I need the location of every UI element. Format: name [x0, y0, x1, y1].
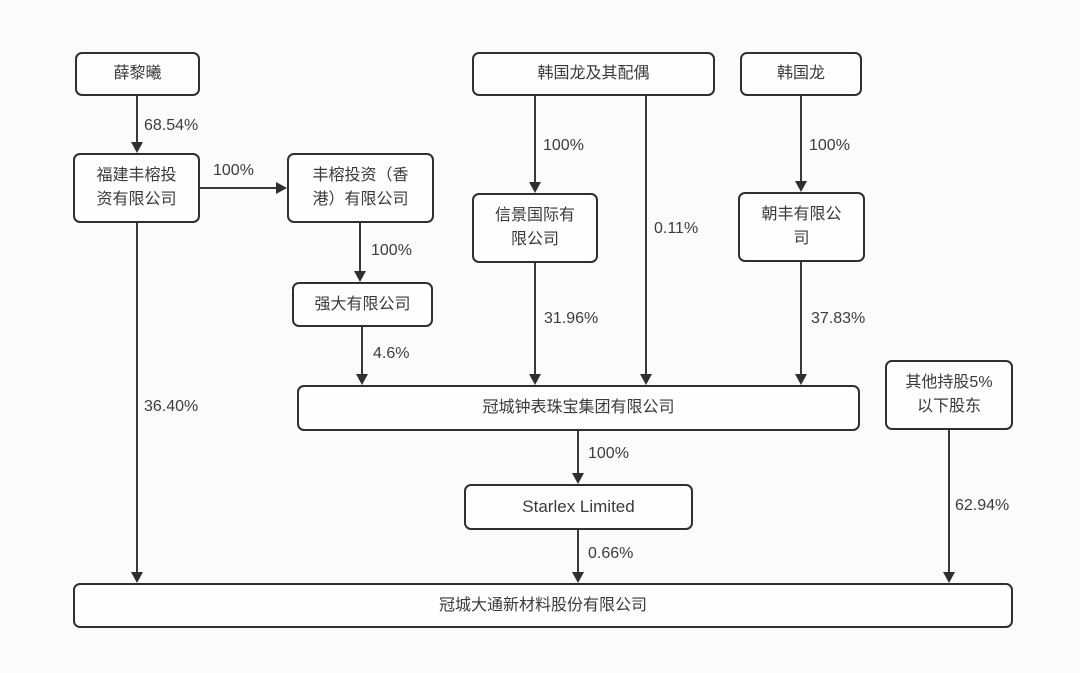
node-han-guolong-spouse: 韩国龙及其配偶	[472, 52, 715, 96]
edge-label: 31.96%	[544, 310, 599, 327]
node-chaofeng: 朝丰有限公司	[738, 192, 865, 262]
arrowhead-down-icon	[131, 572, 143, 583]
edge-line	[534, 263, 536, 376]
node-label: 其他持股5%以下股东	[905, 374, 993, 415]
node-xue-lixi: 薛黎曦	[75, 52, 200, 96]
edge-label: 36.40%	[144, 398, 199, 415]
edge-line	[534, 96, 536, 184]
edge-label: 100%	[213, 162, 254, 179]
node-label: 韩国龙及其配偶	[537, 65, 650, 82]
edge-line	[577, 431, 579, 475]
edge-label: 68.54%	[144, 117, 199, 134]
edge-label: 62.94%	[955, 497, 1010, 514]
node-label: 信景国际有限公司	[494, 207, 575, 248]
edge-label: 0.11%	[654, 220, 699, 237]
node-qiangda: 强大有限公司	[292, 282, 433, 327]
arrowhead-right-icon	[276, 182, 287, 194]
edge-line	[359, 223, 361, 273]
arrowhead-down-icon	[795, 181, 807, 192]
arrowhead-down-icon	[354, 271, 366, 282]
node-starlex: Starlex Limited	[464, 484, 693, 530]
edge-line	[136, 223, 138, 574]
edge-line	[948, 430, 950, 574]
node-label: 朝丰有限公司	[761, 206, 842, 247]
node-guancheng-datong: 冠城大通新材料股份有限公司	[73, 583, 1013, 628]
edge-line	[200, 187, 278, 189]
arrowhead-down-icon	[356, 374, 368, 385]
node-xinjing: 信景国际有限公司	[472, 193, 598, 263]
edge-label: 37.83%	[811, 310, 866, 327]
node-label: 冠城钟表珠宝集团有限公司	[482, 399, 675, 416]
edge-label: 4.6%	[373, 345, 410, 362]
node-label: Starlex Limited	[522, 497, 635, 516]
edge-line	[136, 96, 138, 144]
node-fengrong-hk: 丰榕投资（香港）有限公司	[287, 153, 434, 223]
edge-label: 100%	[371, 242, 412, 259]
node-label: 韩国龙	[776, 65, 825, 82]
edge-label: 100%	[543, 137, 584, 154]
node-label: 丰榕投资（香港）有限公司	[312, 167, 409, 208]
node-guancheng-watch: 冠城钟表珠宝集团有限公司	[297, 385, 860, 431]
edge-label: 0.66%	[588, 545, 634, 562]
arrowhead-down-icon	[640, 374, 652, 385]
node-label: 薛黎曦	[113, 65, 162, 82]
node-label: 冠城大通新材料股份有限公司	[438, 596, 647, 614]
edge-line	[800, 96, 802, 183]
node-other-holders: 其他持股5%以下股东	[885, 360, 1013, 430]
edge-label: 100%	[809, 137, 850, 154]
arrowhead-down-icon	[529, 182, 541, 193]
edge-line	[800, 262, 802, 376]
node-label: 强大有限公司	[314, 295, 411, 313]
edge-line	[577, 530, 579, 574]
node-label: 福建丰榕投资有限公司	[96, 167, 177, 208]
arrowhead-down-icon	[131, 142, 143, 153]
edge-line	[645, 96, 647, 376]
node-han-guolong: 韩国龙	[740, 52, 862, 96]
edge-line	[361, 327, 363, 376]
arrowhead-down-icon	[943, 572, 955, 583]
edge-label: 100%	[588, 445, 629, 462]
arrowhead-down-icon	[529, 374, 541, 385]
arrowhead-down-icon	[572, 473, 584, 484]
arrowhead-down-icon	[795, 374, 807, 385]
arrowhead-down-icon	[572, 572, 584, 583]
node-fujian-fengrong: 福建丰榕投资有限公司	[73, 153, 200, 223]
